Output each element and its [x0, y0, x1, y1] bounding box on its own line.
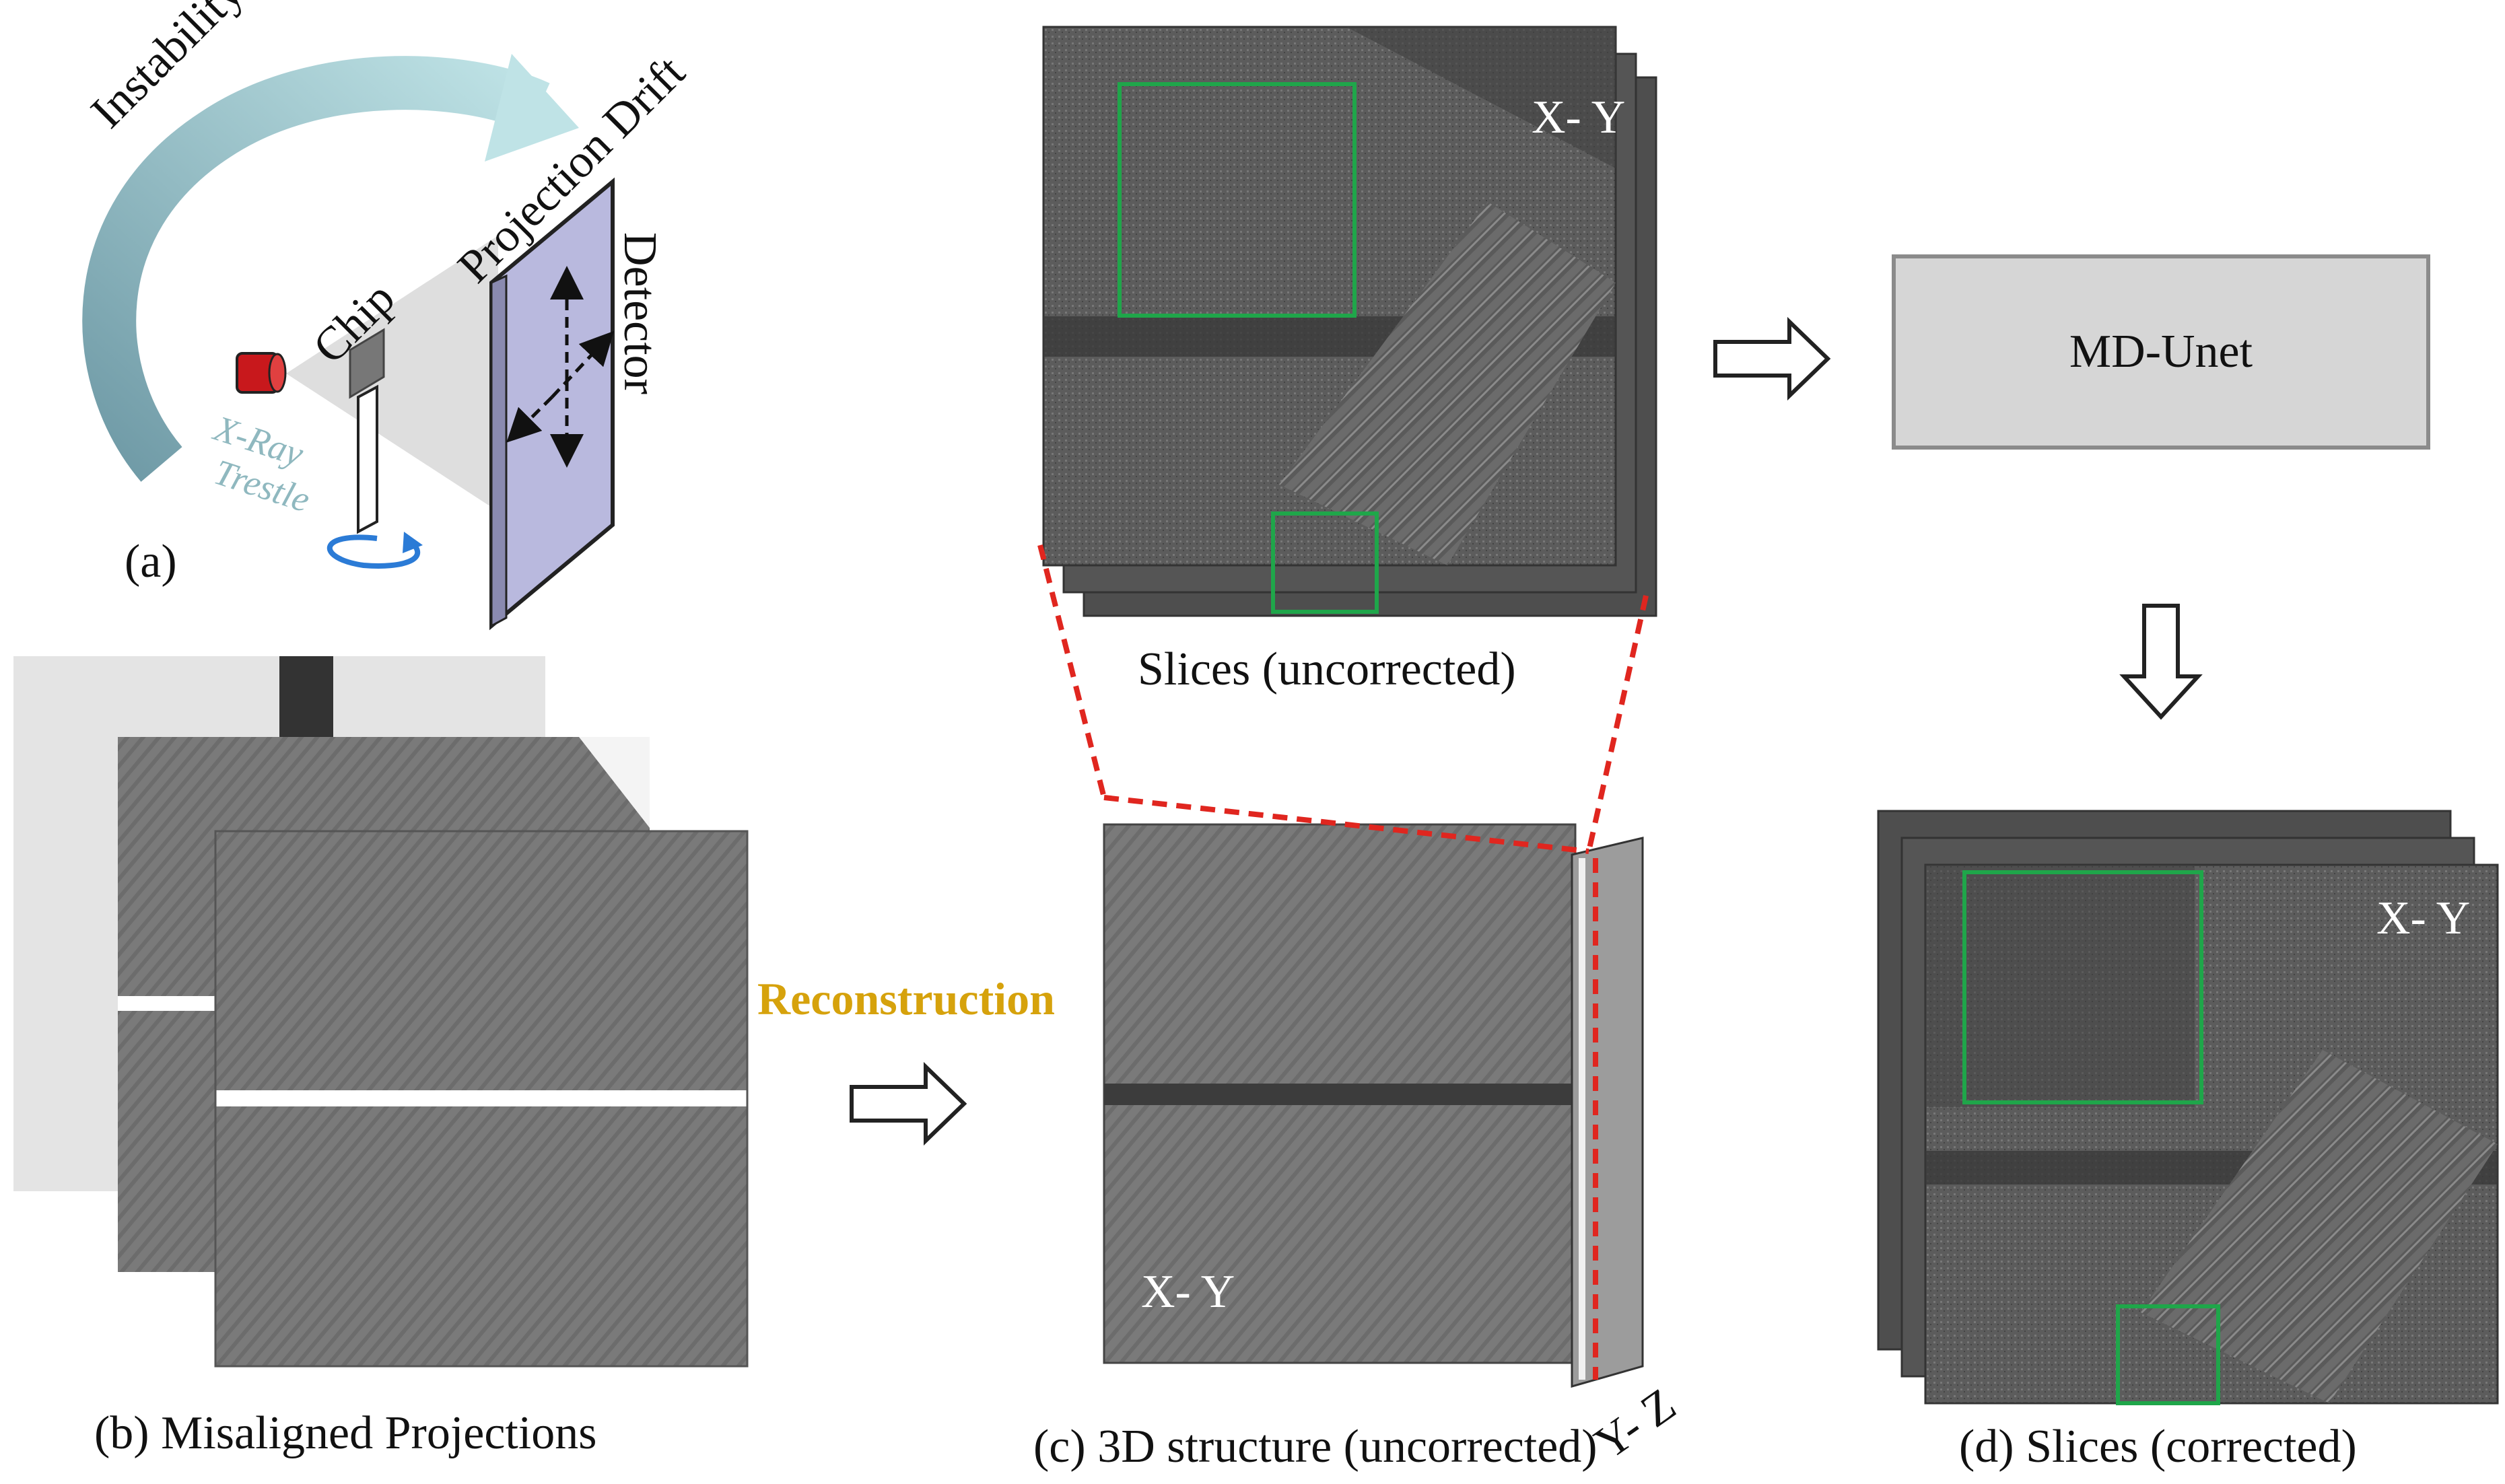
- md-unet-label: MD-Unet: [2069, 326, 2253, 378]
- panel-d-caption: (d) Slices (corrected): [1959, 1421, 2357, 1473]
- panel-b-caption: (b) Misaligned Projections: [94, 1407, 597, 1459]
- panel-a-schematic: [82, 54, 615, 631]
- instability-arc: [82, 56, 550, 482]
- slices-corrected-xy-label: X- Y: [2376, 892, 2471, 944]
- structure-3d-block: [1103, 823, 1644, 1388]
- instability-arrowhead: [485, 54, 579, 162]
- chip-shape: [349, 328, 385, 399]
- roi-box-uncorrected-small: [1271, 511, 1379, 614]
- slices-uncorrected-stack: [1042, 26, 1657, 617]
- dashed-line-right: [1586, 595, 1649, 852]
- roi-box-corrected-small: [2116, 1304, 2220, 1405]
- slices-uncorrected-caption: Slices (uncorrected): [1138, 643, 1516, 695]
- panel-b-projections: [13, 656, 749, 1368]
- trestle-post: [357, 384, 378, 534]
- panel-c-caption: (c) 3D structure (uncorrected): [1033, 1421, 1598, 1473]
- roi-box-uncorrected-large: [1118, 82, 1357, 318]
- panel-a-caption: (a): [125, 536, 177, 588]
- slices-corrected-stack: [1877, 810, 2499, 1405]
- arrow-to-corrected: [2119, 604, 2203, 720]
- slices-uncorrected-xy-label: X- Y: [1532, 92, 1626, 143]
- arrow-to-mdunet: [1713, 316, 1831, 401]
- arrow-b-to-c: [850, 1061, 967, 1146]
- md-unet-box: MD-Unet: [1892, 254, 2430, 450]
- roi-box-corrected-large: [1962, 870, 2203, 1104]
- detector-label: Detector: [614, 232, 666, 394]
- dashed-line-top: [1103, 795, 1589, 854]
- structure-xy-label: X- Y: [1141, 1266, 1235, 1318]
- reconstruction-label: Reconstruction: [757, 973, 1055, 1024]
- xray-beam: [286, 236, 498, 511]
- dashed-line-left: [1037, 544, 1107, 798]
- rotation-arrow: [327, 534, 421, 569]
